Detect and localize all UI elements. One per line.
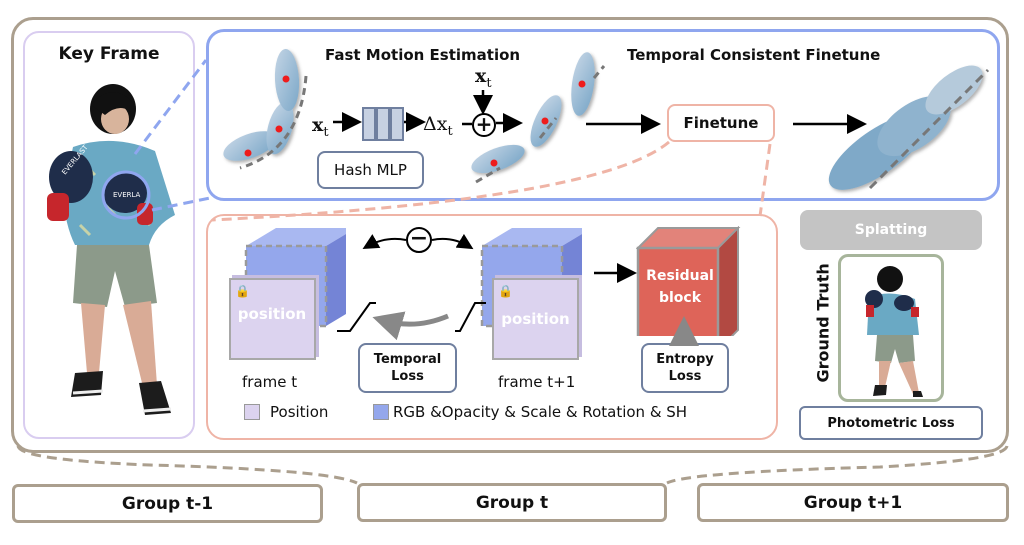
frame-t1-position-text: position: [501, 310, 570, 328]
frame-t1-label: frame t+1: [498, 373, 576, 391]
add-input-sub: t: [486, 75, 492, 91]
group-label: Group t-1: [121, 493, 214, 514]
right-glove: [103, 173, 147, 213]
person-shorts: [73, 245, 157, 307]
delta-var: Δx: [423, 113, 448, 135]
entropy-loss-label: Entropy Loss: [656, 352, 714, 384]
delta-sub: t: [447, 123, 453, 139]
add-operator-icon: +: [472, 113, 496, 137]
group-box-t-minus-1[interactable]: Group t-1: [12, 484, 323, 523]
group-label: Group t+1: [803, 492, 903, 513]
input-sub: t: [323, 124, 329, 140]
mlp-layer-3: [390, 107, 404, 141]
temporal-loss-box: Temporal Loss: [358, 343, 457, 393]
residual-block-cube: [636, 226, 741, 336]
ground-truth-label: Ground Truth: [813, 263, 833, 383]
motion-add-input-x: xt: [475, 65, 492, 91]
group-label: Group t: [475, 492, 549, 513]
temporal-loss-label: Temporal Loss: [373, 352, 442, 384]
frame-t1-position-card: 🔒 position: [492, 278, 579, 360]
person-shoe-right: [139, 381, 171, 415]
finetune-box: Finetune: [667, 104, 775, 142]
legend-position-label: Position: [270, 403, 329, 421]
entropy-loss-box: Entropy Loss: [641, 343, 729, 393]
ground-truth-person-image: [865, 266, 923, 397]
motion-input-x: xt: [312, 114, 329, 140]
hash-mlp-label: Hash MLP: [334, 161, 407, 179]
key-frame-title: Key Frame: [58, 44, 160, 64]
ground-truth-image-frame: [838, 254, 944, 402]
splatting-box: Splatting: [800, 210, 982, 250]
input-var: x: [312, 114, 324, 136]
finetune-title: Temporal Consistent Finetune: [627, 46, 881, 64]
plus-symbol: +: [475, 112, 493, 136]
motion-title: Fast Motion Estimation: [325, 46, 521, 64]
subtract-operator-icon: −: [406, 227, 432, 253]
group-box-t[interactable]: Group t: [357, 483, 667, 522]
minus-symbol: −: [409, 225, 429, 251]
photometric-loss-label: Photometric Loss: [827, 415, 955, 431]
residual-block-label: Residual block: [646, 268, 714, 306]
key-frame-person-image: EVERLAST EVERLA: [47, 84, 175, 415]
legend-attr-label: RGB &Opacity & Scale & Rotation & SH: [393, 403, 688, 421]
frame-t-position-card: 🔒 position: [229, 278, 316, 360]
lock-icon: 🔒: [235, 284, 250, 298]
group-box-t-plus-1[interactable]: Group t+1: [697, 483, 1009, 522]
cube-top: [246, 228, 346, 246]
left-glove: [49, 151, 93, 203]
mlp-layer-1: [362, 107, 376, 141]
photometric-loss-box: Photometric Loss: [799, 406, 983, 440]
legend-attr-swatch: [373, 404, 389, 420]
splatting-label: Splatting: [854, 222, 928, 238]
zoom-circle: [101, 170, 151, 220]
key-frame-panel: Key Frame EVERLAST EVERLA: [23, 31, 195, 439]
mlp-layer-2: [376, 107, 390, 141]
motion-delta: Δxt: [423, 113, 453, 139]
svg-text:EVERLA: EVERLA: [113, 191, 141, 199]
lock-icon: 🔒: [498, 284, 513, 298]
finetune-label: Finetune: [683, 114, 759, 132]
legend-position-swatch: [244, 404, 260, 420]
add-input-var: x: [475, 65, 487, 87]
group-t-container: [11, 17, 1009, 453]
frame-t-position-text: position: [237, 305, 307, 323]
hash-mlp-box: Hash MLP: [317, 151, 424, 189]
frame-t-label: frame t: [242, 373, 298, 391]
